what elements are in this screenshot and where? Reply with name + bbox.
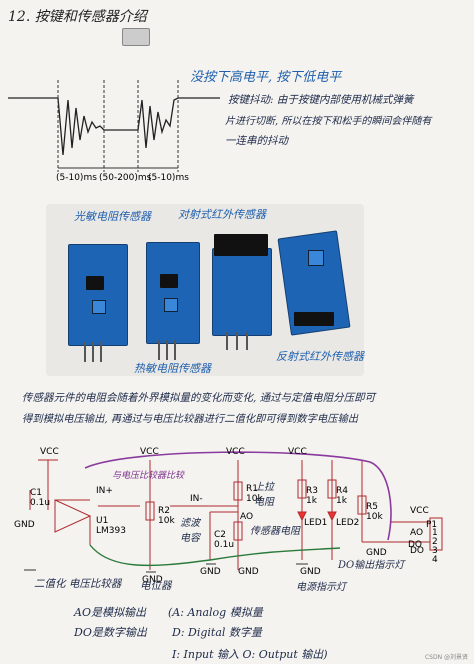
ir-sensor-slot <box>214 234 268 256</box>
r2-value: 10k <box>158 516 175 526</box>
label-ir-through: 对射式红外传感器 <box>178 208 266 221</box>
gnd-label-6: GND <box>366 548 387 558</box>
segment-label-1: (5-10)ms <box>56 173 97 183</box>
gnd-label-3: GND <box>200 567 221 577</box>
r3-value: 1k <box>306 496 317 506</box>
header-pin <box>166 340 168 360</box>
gnd-label-5: GND <box>300 567 321 577</box>
vcc-label-4: VCC <box>288 447 307 457</box>
header-pin <box>246 332 248 350</box>
page-title: 12. 按键和传感器介绍 <box>8 9 147 25</box>
segment-label-2: (50-200)ms <box>99 173 152 183</box>
gnd-label-4: GND <box>238 567 259 577</box>
label-ir-reflective: 反射式红外传感器 <box>276 350 364 363</box>
waveform-line <box>8 97 220 156</box>
r4-label: R4 <box>336 486 348 496</box>
r1-value: 10k <box>246 494 263 504</box>
c2-value: 0.1u <box>214 540 235 550</box>
header-pin <box>236 332 238 350</box>
photoresistor-module <box>68 244 128 346</box>
level-note: 没按下高电平, 按下低电平 <box>190 70 342 85</box>
button-photo <box>122 28 150 46</box>
potentiometer <box>92 300 106 314</box>
thermistor-module <box>146 242 200 344</box>
do-trace <box>89 544 341 567</box>
r5-value: 10k <box>366 512 383 522</box>
ic-chip <box>160 274 178 288</box>
pin-do-label: DO <box>410 546 425 556</box>
c1-value: 0.1u <box>30 498 51 508</box>
annot-sensor-res: 传感器电阻 <box>250 526 300 537</box>
r4-value: 1k <box>336 496 347 506</box>
header-pin <box>100 342 102 362</box>
pin-1: 1 <box>432 528 438 538</box>
label-photoresistor: 光敏电阻传感器 <box>74 210 151 223</box>
annot-comparator: 二值化 电压比较器 <box>34 578 122 590</box>
note-do: DO是数字输出 <box>74 626 147 639</box>
vcc-label-3: VCC <box>226 447 245 457</box>
vcc-label-5: VCC <box>410 506 429 516</box>
r5-label: R5 <box>366 502 378 512</box>
sensor-circuit-schematic <box>24 451 443 573</box>
potentiometer <box>308 250 324 266</box>
ao-trace <box>84 451 392 541</box>
annot-pullup: 上拉电阻 <box>254 482 274 508</box>
sensor-note-1: 传感器元件的电阻会随着外界模拟量的变化而变化, 通过与定值电阻分压即可 <box>22 392 376 404</box>
footer-watermark: CSDN @刘景贤 <box>424 654 468 661</box>
led1-label: LED1 <box>304 518 328 528</box>
note-io: I: Input 输入 O: Output 输出) <box>172 648 328 661</box>
vcc-label-2: VCC <box>140 447 159 457</box>
bounce-note-3: 一连串的抖动 <box>225 135 288 147</box>
ic-chip <box>86 276 104 290</box>
u1-part: LM393 <box>96 526 126 536</box>
note-digital: D: Digital 数字量 <box>172 626 262 639</box>
led2-label: LED2 <box>336 518 360 528</box>
bounce-note-1: 按键抖动: 由于按键内部使用机械式弹簧 <box>228 94 414 106</box>
label-thermistor: 热敏电阻传感器 <box>134 362 211 375</box>
potentiometer <box>164 298 178 312</box>
annot-voltage-compare: 与电压比较器比较 <box>112 471 185 481</box>
pin-3: 3 <box>432 546 438 556</box>
header-pin <box>84 342 86 362</box>
r3-label: R3 <box>306 486 318 496</box>
header-pin <box>92 342 94 362</box>
note-analog: (A: Analog 模拟量 <box>168 606 263 619</box>
sensor-note-2: 得到模拟电压输出, 再通过与电压比较器进行二值化即可得到数字电压输出 <box>22 413 359 425</box>
c2-label: C2 <box>214 530 227 540</box>
sensor-modules-photo <box>46 204 364 376</box>
pin-4: 4 <box>432 555 438 565</box>
bounce-note-2: 片进行切断, 所以在按下和松手的瞬间会伴随有 <box>225 116 432 127</box>
header-pin <box>226 332 228 350</box>
segment-label-3: (5-10)ms <box>148 173 189 183</box>
ao-net-label: AO <box>240 512 254 522</box>
pin-2: 2 <box>432 537 438 547</box>
ir-emitter-receiver <box>294 312 334 326</box>
annot-do-led: DO输出指示灯 <box>338 560 405 571</box>
annot-pot: 电位器 <box>140 580 172 592</box>
r2-label: R2 <box>158 506 170 516</box>
pin-ao-label: AO <box>410 528 424 538</box>
note-ao: AO是模拟输出 <box>74 606 146 619</box>
do-net-label: DO <box>408 540 423 550</box>
u1-label: U1 <box>96 516 109 526</box>
button-bounce-waveform <box>8 80 220 172</box>
ir-through-beam-module <box>212 248 272 336</box>
gnd-label-2: GND <box>142 575 163 585</box>
vcc-label-1: VCC <box>40 447 59 457</box>
header-pin <box>174 340 176 360</box>
annot-power-led: 电源指示灯 <box>296 582 346 593</box>
annot-filter-cap: 滤波电容 <box>180 518 200 544</box>
gnd-label-1: GND <box>14 520 35 530</box>
p1-label: P1 <box>426 520 438 530</box>
in-plus-label: IN+ <box>96 486 113 496</box>
c1-label: C1 <box>30 488 43 498</box>
in-minus-label: IN- <box>190 494 203 504</box>
r1-label: R1 <box>246 484 258 494</box>
header-pin <box>158 340 160 360</box>
